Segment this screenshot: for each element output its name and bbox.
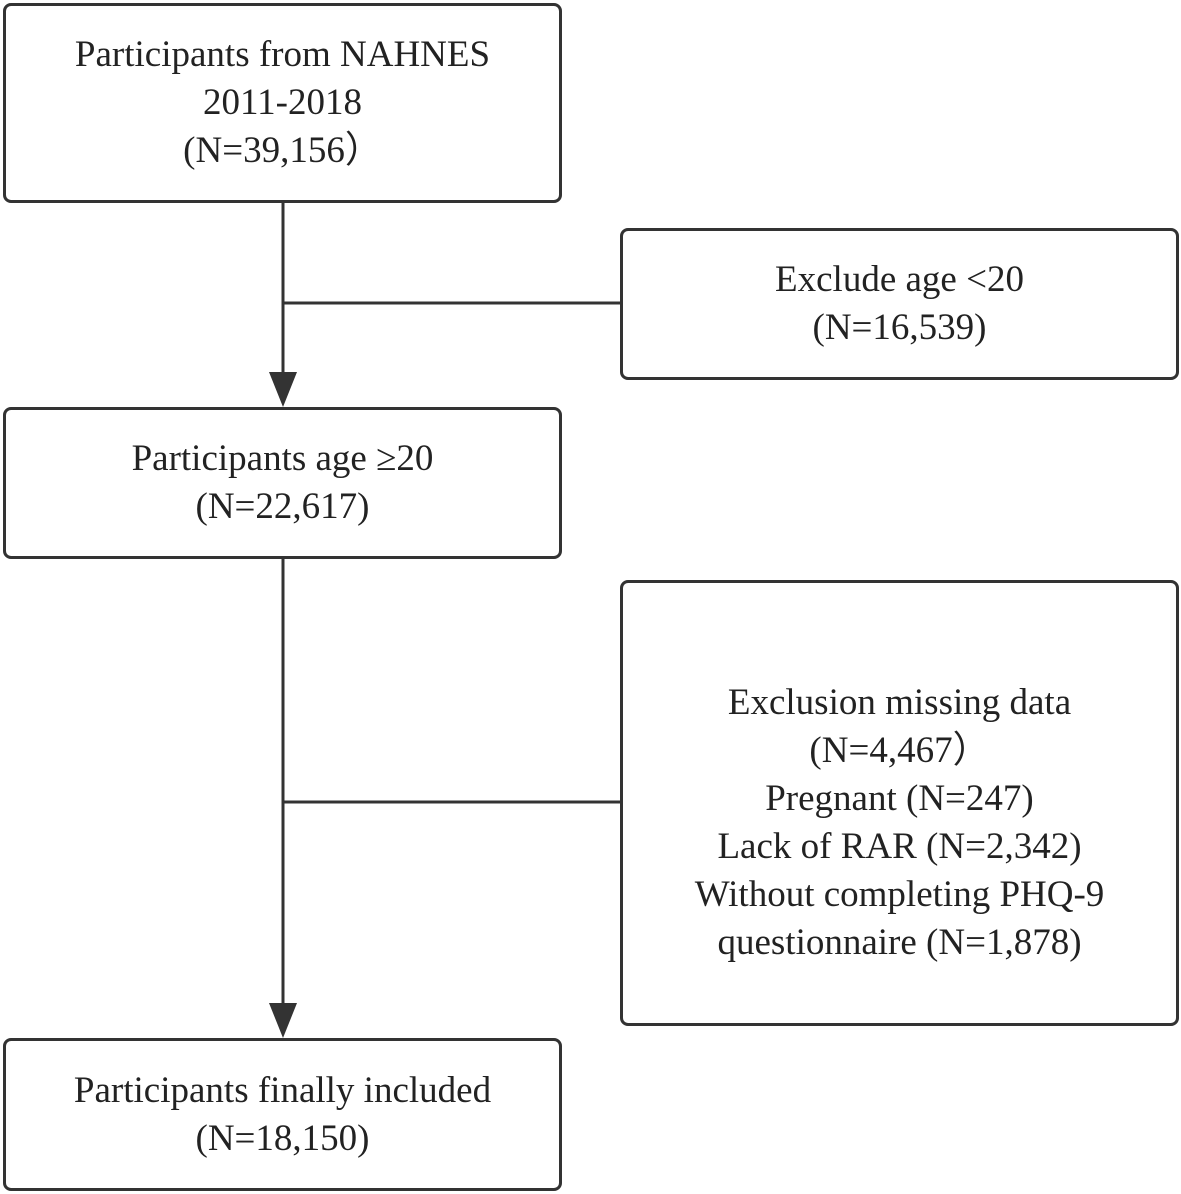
age-box-line-2: (N=22,617) bbox=[195, 486, 370, 527]
age-box-line-1: Participants age ≥20 bbox=[131, 438, 434, 479]
exclusion-age-box: Exclude age <20 (N=16,539) bbox=[620, 228, 1179, 380]
exclusion-1-line-2: (N=16,539) bbox=[812, 307, 987, 348]
exclusion-2-line-4: Lack of RAR (N=2,342) bbox=[717, 826, 1082, 867]
exclusion-2-line-5: Without completing PHQ-9 bbox=[694, 874, 1105, 915]
final-box-line-2: (N=18,150) bbox=[195, 1117, 370, 1159]
exclusion-missing-data-box: Exclusion missing data (N=4,467） Pregnan… bbox=[620, 580, 1179, 1026]
exclusion-2-line-1: Exclusion missing data bbox=[727, 682, 1072, 723]
final-participants-box: Participants finally included (N=18,150) bbox=[3, 1038, 562, 1191]
exclusion-2-line-6: questionnaire (N=1,878) bbox=[717, 922, 1082, 963]
start-participants-box: Participants from NAHNES 2011-2018 (N=39… bbox=[3, 3, 562, 203]
exclusion-1-line-1: Exclude age <20 bbox=[775, 259, 1024, 300]
exclusion-2-line-3: Pregnant (N=247) bbox=[765, 778, 1034, 819]
arrowhead-to-final-box bbox=[269, 1003, 297, 1038]
exclusion-2-line-2: (N=4,467） bbox=[809, 730, 990, 771]
participants-age-box: Participants age ≥20 (N=22,617) bbox=[3, 407, 562, 559]
start-box-line-2: 2011-2018 bbox=[203, 82, 362, 123]
start-box-line-1: Participants from NAHNES bbox=[74, 34, 491, 75]
final-box-line-1: Participants finally included bbox=[73, 1069, 492, 1111]
start-box-line-3: (N=39,156） bbox=[183, 130, 382, 171]
arrowhead-to-age-box bbox=[269, 372, 297, 407]
